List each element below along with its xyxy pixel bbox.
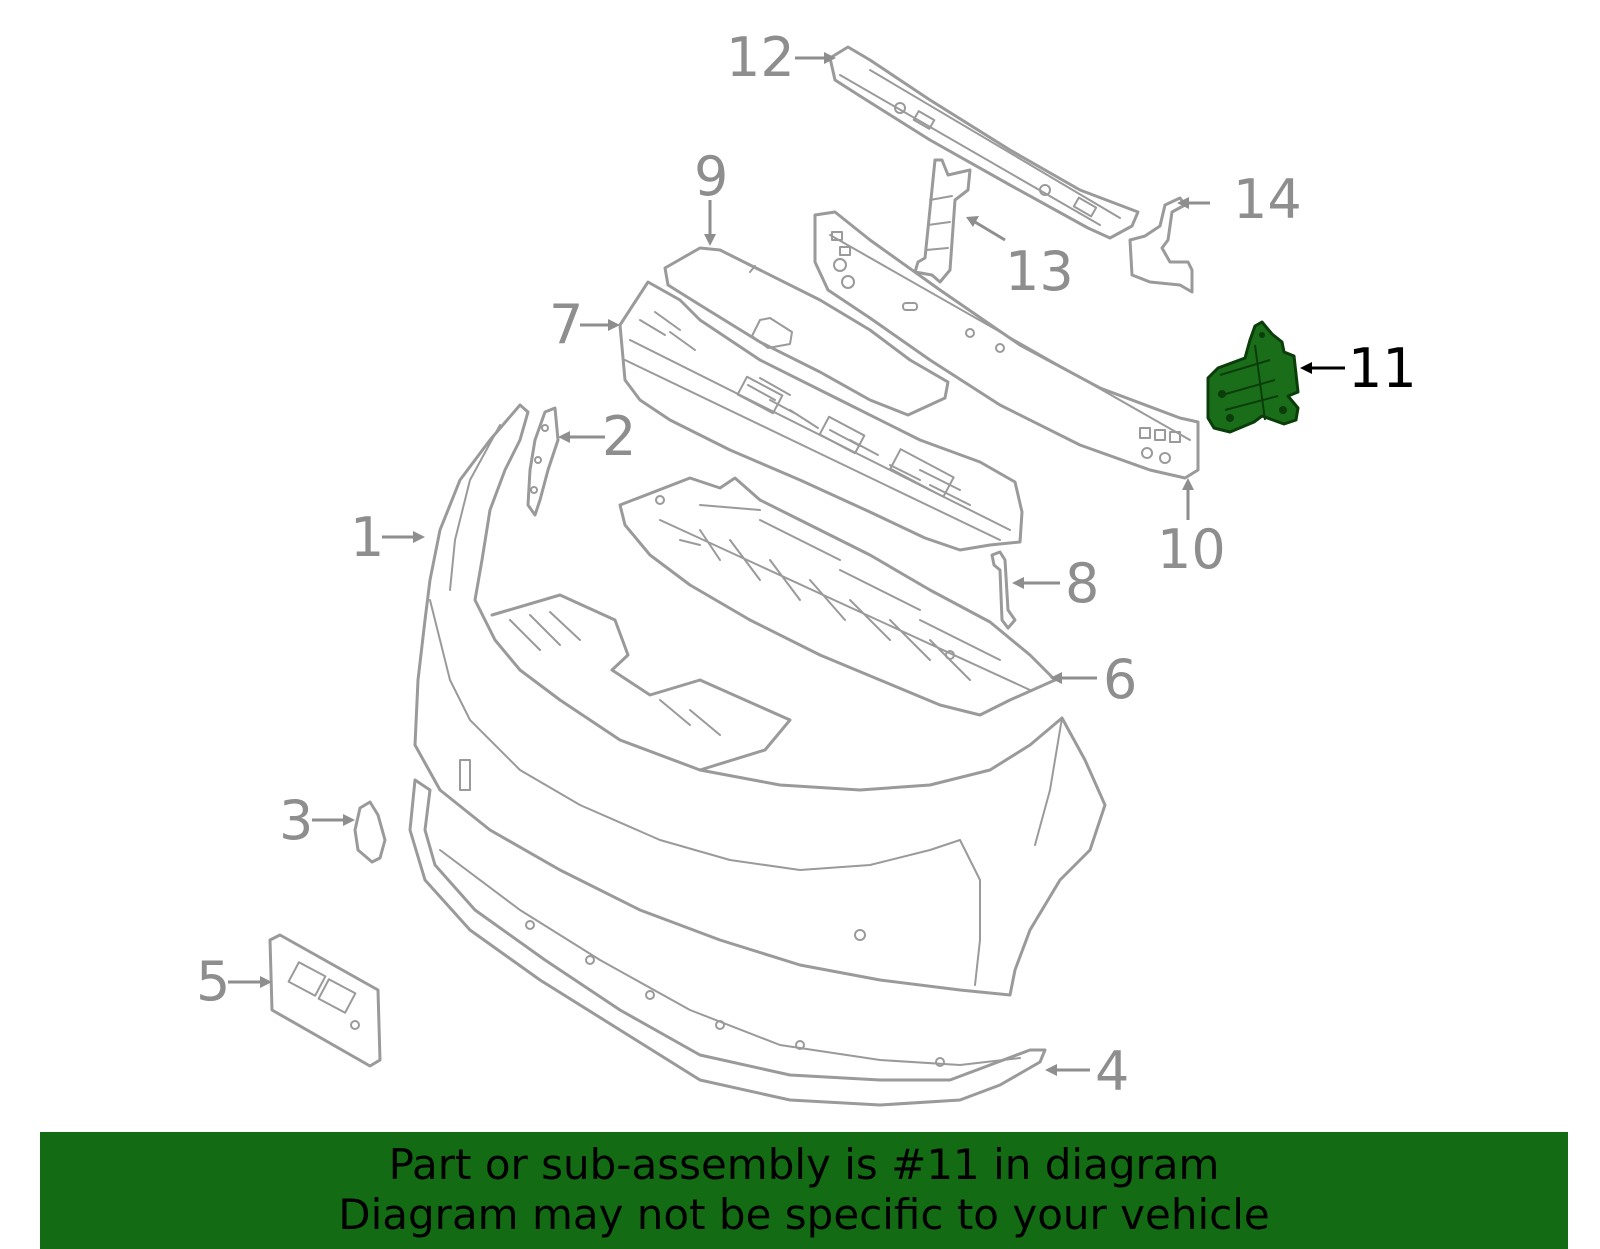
- callout-8: 8: [1065, 552, 1099, 615]
- part-7-absorber: [618, 280, 1024, 552]
- leader-lines: [228, 52, 1345, 1076]
- callout-5: 5: [196, 950, 230, 1013]
- part-2-side-bracket: [526, 406, 560, 517]
- part-9-absorber: [663, 246, 950, 417]
- callout-7: 7: [549, 293, 583, 356]
- part-5-plate-bracket: [268, 933, 382, 1068]
- part-1-bumper-cover: [413, 403, 1107, 997]
- info-banner: Part or sub-assembly is #11 in diagram D…: [40, 1132, 1568, 1249]
- part-10-impact-beam: [813, 210, 1200, 480]
- part-12-upper-bar: [828, 45, 1140, 240]
- callout-11: 11: [1348, 337, 1417, 400]
- part-8-bracket: [990, 550, 1017, 630]
- parts-diagram: 12 9 13 14 11 7 2 10 1 8 6 3 5 4: [196, 26, 1417, 1107]
- part-13-bracket: [913, 158, 972, 284]
- callout-14: 14: [1233, 168, 1302, 231]
- part-6-undercover: [618, 476, 1057, 717]
- part-4-lower-lip: [408, 778, 1047, 1107]
- part-14-bracket: [1128, 196, 1194, 294]
- part-1-grille-area: [490, 593, 792, 772]
- callout-9: 9: [694, 145, 728, 208]
- callout-10: 10: [1157, 518, 1226, 581]
- callout-4: 4: [1095, 1040, 1129, 1103]
- callout-3: 3: [279, 789, 313, 852]
- callout-12: 12: [726, 26, 795, 89]
- banner-line-1: Part or sub-assembly is #11 in diagram: [388, 1140, 1220, 1189]
- callout-1: 1: [350, 506, 384, 569]
- callout-6: 6: [1103, 648, 1137, 711]
- banner-line-2: Diagram may not be specific to your vehi…: [338, 1190, 1270, 1239]
- callout-2: 2: [602, 405, 636, 468]
- callout-13: 13: [1005, 240, 1074, 303]
- part-11-highlighted: [1206, 320, 1300, 434]
- part-3-clip: [353, 800, 387, 864]
- callout-labels: 12 9 13 14 11 7 2 10 1 8 6 3 5 4: [196, 26, 1417, 1103]
